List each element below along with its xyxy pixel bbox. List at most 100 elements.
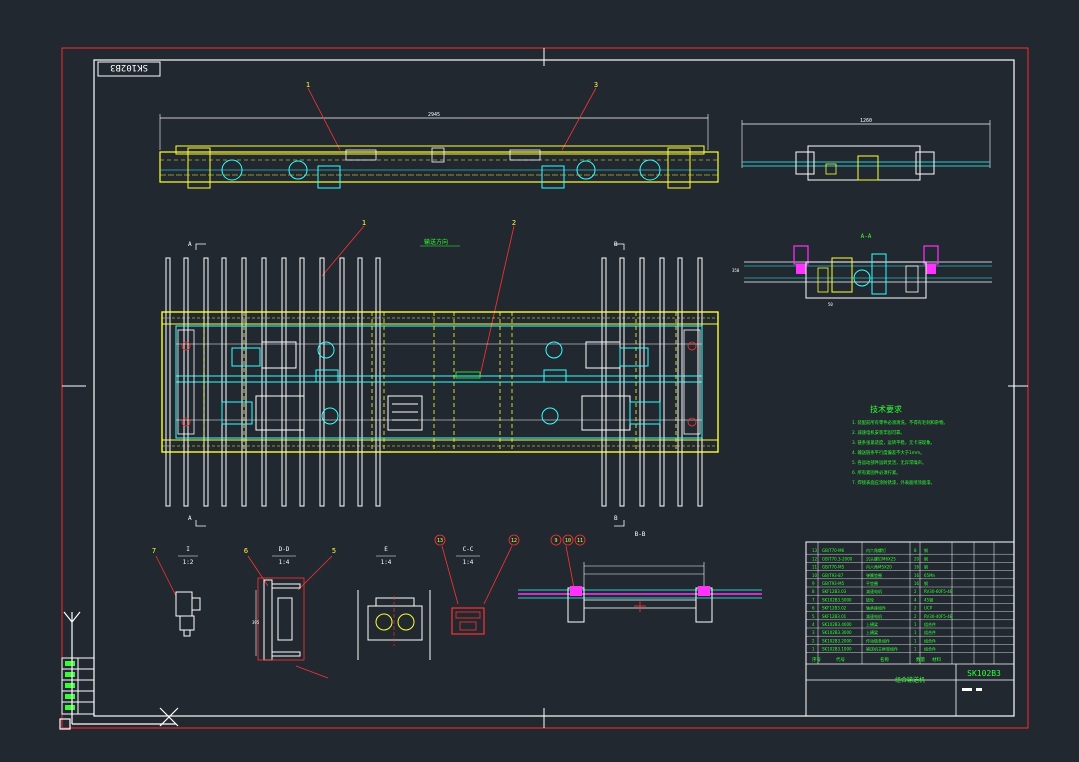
bom-header-qty: 数量: [916, 656, 925, 663]
roller-bar: [165, 257, 171, 507]
bom-cell: SK102B3.5000: [822, 597, 852, 602]
detail-dd-view[interactable]: D-D 1:4 6 5 395: [244, 546, 336, 679]
svg-text:350: 350: [732, 268, 740, 273]
bom-cell: 13: [812, 548, 818, 553]
svg-text:2945: 2945: [428, 112, 440, 118]
bom-cell: 12: [812, 556, 818, 561]
bom-cell: 内六角螺钉: [866, 547, 886, 553]
bom-cell: 16: [914, 565, 920, 570]
bom-cell: GB/T70-M5: [822, 565, 845, 570]
detail-cc-view[interactable]: C-C 1:4 13 12: [434, 534, 520, 635]
section-bb-label: B-B: [635, 531, 646, 538]
detail-i-view[interactable]: I 1:2 7: [152, 546, 201, 637]
bom-cell: SKF12B3.01: [822, 614, 847, 619]
bom-cell: SKF12B3.03: [822, 589, 847, 594]
bom-cell: 9: [812, 581, 815, 586]
bom-cell: 1: [812, 647, 815, 652]
bom-cell: GB/T93-87: [822, 573, 844, 578]
bom-cell: SK102B3.2000: [822, 638, 852, 643]
bom-cell: 7: [812, 597, 815, 602]
svg-text:395: 395: [252, 620, 260, 625]
tech-req-item-6: 6. 所有紧固件必须拧紧。: [852, 469, 900, 476]
section-aa-label: A-A: [861, 233, 872, 240]
plan-view[interactable]: A A B B 输送方向 1 2: [161, 219, 719, 527]
detail-e-view[interactable]: E 1:4: [357, 546, 431, 660]
technical-requirements: 技术要求 1. 装配前所有零件必须清洗，不得有毛刺和杂物。 2. 减速电机安装牢…: [852, 404, 948, 486]
bom-cell: RV30-60F5-4E: [924, 589, 953, 594]
sheet-outer-frame: [61, 47, 1029, 729]
bom-cell: GB/T70.3-2000: [822, 556, 853, 561]
bom-cell: GB/T93-M5: [822, 581, 845, 586]
title-block-name: 组合输送机: [895, 676, 925, 684]
bom-cell: 减速电机: [866, 613, 882, 619]
bom-cell: 减速电机: [866, 588, 882, 594]
bom-cell: UCP: [924, 606, 933, 611]
bom-cell: 钢: [924, 555, 928, 561]
bom-cell: 1: [914, 647, 917, 652]
balloon-13: 13: [437, 538, 443, 544]
bom-header-mat: 材料: [932, 656, 941, 663]
bom-cell: SK102B3.3000: [822, 630, 852, 635]
section-marker-a-bottom: A: [188, 515, 192, 522]
section-bb-view[interactable]: B-B 9 10 11: [518, 531, 762, 623]
svg-text:1260: 1260: [860, 118, 872, 124]
bom-cell: 平垫圈: [866, 580, 878, 586]
balloon-5: 5: [332, 547, 336, 555]
balloon-6: 6: [244, 547, 248, 555]
bom-cell: 4: [812, 622, 815, 627]
bom-cell: 组合件: [924, 621, 936, 627]
tech-req-title: 技术要求: [870, 404, 902, 414]
bom-header-no: 序号: [812, 656, 821, 663]
bom-cell: 组合件: [924, 637, 936, 643]
bom-cell: 上横梁: [866, 621, 878, 627]
tech-req-item-2: 2. 减速电机安装牢固可靠。: [852, 429, 905, 436]
tech-req-item-7: 7. 焊接表面应涂防锈漆，外表面喷涂面漆。: [852, 479, 935, 486]
balloon-top-3: 3: [594, 81, 598, 89]
balloon-9: 9: [554, 538, 557, 544]
bom-cell: 20: [914, 556, 920, 561]
bom-cell: 1: [914, 630, 917, 635]
detail-cc-label: C-C: [463, 546, 474, 553]
bom-cell: 2: [914, 589, 917, 594]
balloon-11: 11: [577, 538, 583, 544]
balloon-10: 10: [565, 538, 571, 544]
detail-dd-label: D-D: [279, 546, 290, 553]
drawing-code-upper: SK102B3: [110, 62, 148, 72]
balloon-plan-2: 2: [512, 219, 516, 227]
tech-req-item-3: 3. 链条张紧适度，运转平稳，无卡滞现象。: [852, 439, 935, 446]
balloon-top-1: 1: [306, 81, 310, 89]
bom-cell: 10: [812, 573, 818, 578]
top-elevation-view[interactable]: 2945 1 3: [159, 81, 719, 189]
bom-cell: 45钢: [924, 596, 933, 602]
ucs-icon: [59, 611, 179, 730]
bom-cell: 组合件: [924, 646, 936, 652]
bom-cell: 沉头螺钉M6X25: [866, 555, 896, 561]
bom-cell: SKF12B3.02: [822, 606, 847, 611]
bom-cell: 钢: [924, 580, 928, 586]
bom-cell: 钢: [924, 547, 928, 553]
section-aa-view[interactable]: A-A 350 50: [732, 233, 992, 307]
bom-cell: 65Mn: [924, 573, 936, 578]
revision-strip-marks: [65, 661, 75, 710]
tech-req-item-5: 5. 各运动部件运转灵活，无异常噪声。: [852, 459, 926, 466]
detail-cc-scale: 1:4: [463, 559, 474, 566]
centering-marks: [62, 48, 1028, 728]
section-marker-b-top: B: [614, 241, 618, 248]
bom-cell: 3: [812, 630, 815, 635]
balloon-plan-1: 1: [362, 219, 366, 227]
bom-cell: SK102B3.4000: [822, 622, 852, 627]
bom-cell: 组合件: [924, 629, 936, 635]
bom-cell: 轴承座组件: [866, 605, 886, 611]
detail-e-scale: 1:4: [381, 559, 392, 566]
plan-direction-note: 输送方向: [424, 238, 448, 246]
balloon-12: 12: [511, 538, 517, 544]
bom-cell: 上横梁: [866, 629, 878, 635]
bom-cell: 5: [812, 614, 815, 619]
tech-req-item-1: 1. 装配前所有零件必须清洗，不得有毛刺和杂物。: [852, 419, 948, 426]
bom-header-code: 代号: [836, 656, 845, 663]
top-side-view[interactable]: 1260: [741, 118, 991, 181]
bom-cell: 钢: [924, 564, 928, 570]
bom-cell: 8: [914, 548, 917, 553]
